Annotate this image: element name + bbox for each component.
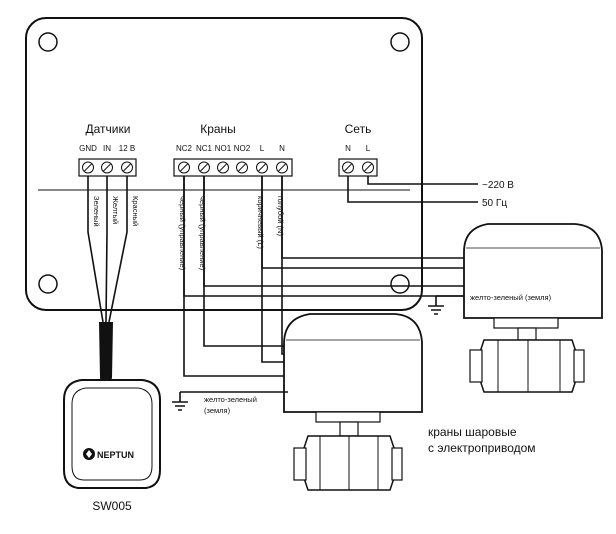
valve-wire-label-nc2: черный (управление)	[178, 196, 187, 271]
sensor-wire-label: Красный	[131, 196, 140, 226]
valves-caption-line2: с электроприводом	[428, 441, 536, 455]
mounting-hole-icon	[38, 32, 410, 294]
terminal-label: NC2	[176, 144, 193, 153]
valve-terminal-block	[173, 158, 293, 177]
terminal-label: N	[345, 144, 351, 153]
water-leak-sensor: NEPTUN	[63, 379, 161, 489]
valve-wire-label-n: голубой (N)	[276, 196, 285, 236]
terminal-label: NC1	[196, 144, 213, 153]
terminal-label: L	[366, 144, 371, 153]
terminal-label: GND	[79, 144, 97, 153]
screw-terminal-icon	[342, 161, 374, 174]
sensor-brand: NEPTUN	[97, 450, 134, 460]
valve-terminal-labels: NC2 NC1 NO1 NO2 L N	[176, 144, 285, 153]
terminal-label: 12 В	[119, 144, 135, 153]
valves-caption-line1: краны шаровые	[428, 425, 517, 439]
lower-ground-label-line2: (земля)	[204, 406, 231, 415]
sensor-terminal-block	[78, 158, 137, 177]
section-mains-label: Сеть	[345, 122, 372, 136]
valve-wire-label-nc1: черный (управление)	[198, 196, 207, 271]
valve-wire-label-l: коричневый (L)	[256, 196, 265, 249]
screw-terminal-icon	[82, 161, 133, 174]
sensor-model-label: SW005	[92, 499, 132, 513]
mains-terminal-block	[338, 158, 378, 177]
mains-frequency-label: 50 Гц	[482, 198, 507, 209]
sensor-terminal-labels: GND IN 12 В	[79, 144, 135, 153]
section-valves-label: Краны	[200, 122, 236, 136]
lower-valve	[283, 313, 423, 491]
mains-terminal-labels: N L	[345, 144, 371, 153]
mains-wires	[347, 176, 478, 203]
upper-valve	[463, 223, 603, 393]
terminal-label: NO2	[234, 144, 251, 153]
terminal-label: NO1	[215, 144, 232, 153]
sensor-wire-label: Зеленый	[92, 196, 101, 227]
ground-icon	[428, 305, 444, 315]
terminal-label: N	[279, 144, 285, 153]
terminal-label: IN	[103, 144, 111, 153]
section-sensors-label: Датчики	[86, 122, 131, 136]
ground-icon	[172, 401, 188, 411]
sensor-wires	[87, 176, 128, 392]
upper-ground-label: желто-зеленый (земля)	[470, 293, 552, 302]
neptun-logo-icon	[83, 448, 95, 460]
terminal-label: L	[260, 144, 265, 153]
valve-wires-upper	[183, 176, 468, 297]
mains-voltage-label: ~220 В	[482, 180, 514, 191]
lower-ground-label-line1: желто-зеленый	[204, 395, 257, 404]
screw-terminal-icon	[178, 161, 288, 174]
sensor-wire-label: Желтый	[111, 196, 120, 224]
